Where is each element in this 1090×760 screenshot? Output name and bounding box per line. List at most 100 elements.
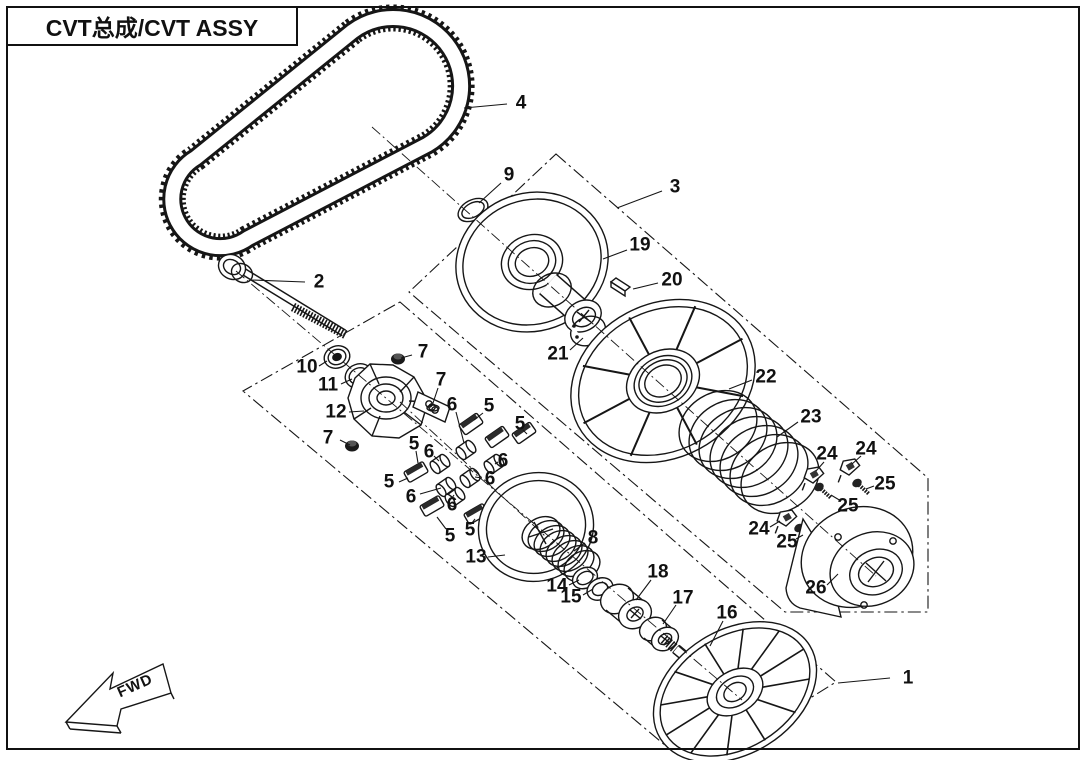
spider-pin-spring bbox=[425, 400, 439, 414]
screw bbox=[852, 478, 871, 496]
secondary-clutch-group-box bbox=[408, 153, 929, 613]
callout-10: 10 bbox=[296, 357, 317, 378]
fan-fins bbox=[660, 628, 810, 756]
callout-14: 14 bbox=[546, 576, 568, 597]
callout-5: 5 bbox=[484, 396, 495, 417]
callout-18: 18 bbox=[647, 562, 668, 583]
fwd-direction-marker: FWD bbox=[64, 663, 175, 734]
roller bbox=[483, 453, 505, 475]
bushing bbox=[599, 583, 653, 630]
callout-7-leader bbox=[400, 354, 413, 359]
callout-24: 24 bbox=[748, 519, 770, 540]
compression-spring bbox=[527, 519, 601, 583]
callout-6-leader bbox=[455, 411, 465, 444]
callout-7: 7 bbox=[418, 342, 429, 363]
callout-20: 20 bbox=[661, 270, 682, 291]
spider-nut bbox=[391, 353, 405, 365]
callout-21-leader bbox=[569, 337, 584, 351]
callout-21: 21 bbox=[547, 344, 569, 365]
slider-weight bbox=[484, 425, 510, 449]
slider-weight bbox=[403, 461, 429, 483]
callout-4: 4 bbox=[516, 93, 527, 114]
callout-10-leader bbox=[318, 360, 328, 367]
callout-25-leader bbox=[865, 485, 875, 490]
roller bbox=[429, 453, 451, 475]
callout-4-leader bbox=[463, 103, 508, 109]
callout-25: 25 bbox=[776, 532, 798, 553]
slider-weight bbox=[419, 495, 445, 517]
callout-5: 5 bbox=[384, 472, 395, 493]
roller bbox=[444, 486, 466, 508]
callout-5-leader bbox=[398, 477, 409, 483]
callout-7-leader bbox=[432, 387, 439, 404]
roller bbox=[455, 439, 477, 461]
secondary-movable-sheave bbox=[570, 298, 756, 464]
primary-axis bbox=[235, 270, 743, 701]
spider-nut bbox=[345, 440, 359, 452]
callout-11-leader bbox=[340, 378, 353, 385]
callout-14-leader bbox=[568, 579, 580, 586]
callout-11: 11 bbox=[318, 375, 339, 396]
callout-6-leader bbox=[451, 494, 455, 499]
slider-weight bbox=[458, 412, 484, 436]
callout-5-leader bbox=[436, 516, 447, 530]
callout-7: 7 bbox=[436, 370, 447, 391]
clutch-bolt bbox=[217, 253, 349, 339]
callout-5-leader bbox=[415, 450, 419, 464]
callout-25-leader bbox=[795, 534, 804, 540]
callout-6: 6 bbox=[498, 451, 509, 472]
callout-17-leader bbox=[662, 604, 677, 625]
callout-18-leader bbox=[635, 579, 652, 601]
callout-5: 5 bbox=[445, 526, 456, 547]
spider-axis bbox=[399, 401, 546, 537]
callout-9: 9 bbox=[504, 165, 515, 186]
callout-2: 2 bbox=[314, 272, 325, 293]
callout-5-leader bbox=[522, 429, 528, 435]
callout-22: 22 bbox=[755, 367, 776, 388]
callout-1: 1 bbox=[903, 668, 914, 689]
callout-6: 6 bbox=[447, 395, 458, 416]
callout-23: 23 bbox=[800, 407, 821, 428]
cam-pawl bbox=[801, 466, 825, 491]
callout-16: 16 bbox=[716, 603, 737, 624]
callout-16-leader bbox=[709, 620, 724, 647]
cam-pawl bbox=[774, 509, 798, 534]
callout-2-leader bbox=[251, 279, 306, 283]
flange-nut bbox=[323, 345, 351, 369]
title-box: CVT总成/CVT ASSY bbox=[6, 6, 298, 46]
callout-12-leader bbox=[348, 410, 365, 413]
slider-weight bbox=[511, 421, 537, 445]
callout-1-leader bbox=[837, 677, 891, 684]
torsion-spring bbox=[678, 389, 820, 515]
callout-24-leader bbox=[769, 520, 781, 528]
callout-5-leader bbox=[473, 412, 484, 421]
callout-19: 19 bbox=[629, 235, 650, 256]
callout-5-leader bbox=[471, 518, 476, 524]
callout-26-leader bbox=[826, 573, 839, 586]
callout-5: 5 bbox=[515, 414, 526, 435]
callout-19-leader bbox=[602, 249, 628, 260]
page-title: CVT总成/CVT ASSY bbox=[45, 15, 259, 41]
callout-15: 15 bbox=[560, 587, 582, 608]
callout-17: 17 bbox=[672, 588, 693, 609]
cam-spider bbox=[347, 363, 451, 439]
callout-13: 13 bbox=[465, 547, 486, 568]
primary-movable-sheave bbox=[477, 471, 595, 583]
callout-12: 12 bbox=[325, 402, 346, 423]
callout-6: 6 bbox=[485, 469, 496, 490]
callout-6-leader bbox=[474, 476, 483, 479]
callout-25-leader bbox=[830, 494, 842, 502]
callout-15-leader bbox=[582, 588, 594, 596]
centerlines-layer bbox=[235, 126, 877, 701]
callout-6: 6 bbox=[406, 487, 417, 508]
callout-3-leader bbox=[616, 190, 663, 209]
callout-5: 5 bbox=[409, 434, 420, 455]
callout-6: 6 bbox=[424, 442, 435, 463]
callout-24: 24 bbox=[855, 439, 877, 460]
callout-25: 25 bbox=[874, 474, 896, 495]
callout-22-leader bbox=[728, 379, 753, 390]
callout-6-leader bbox=[419, 487, 442, 495]
snap-ring bbox=[569, 315, 607, 347]
